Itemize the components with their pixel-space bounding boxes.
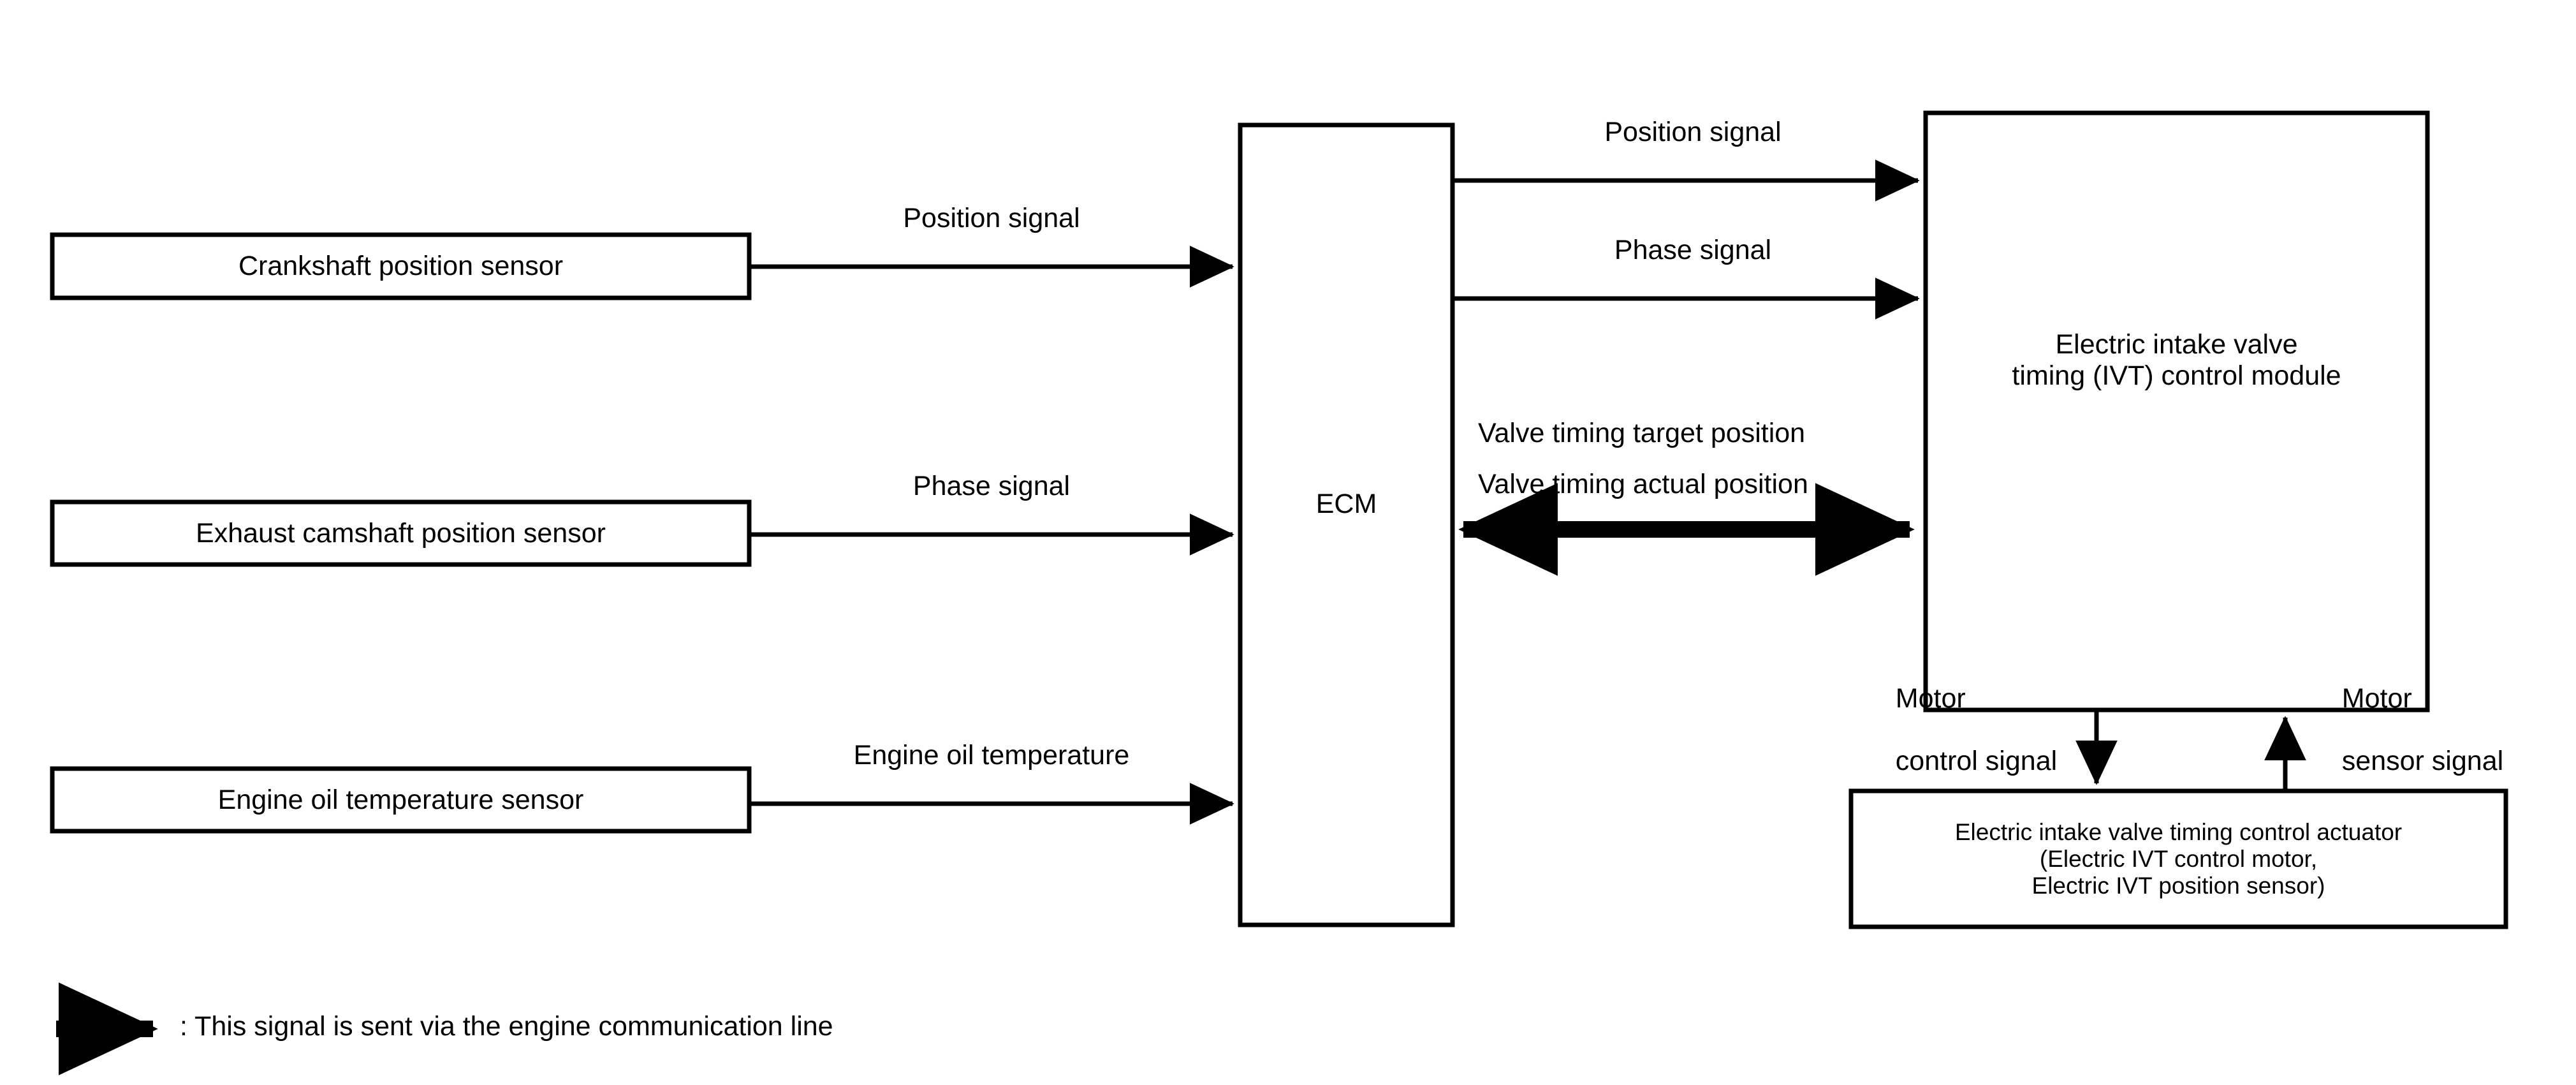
engine-oil-temperature-sensor-box [50,766,752,834]
exhaust-camshaft-sensor-box [50,499,752,567]
signal-label-module-phase: Phase signal [1614,235,1772,265]
signal-label-motor-sensor: Motor sensor signal [2341,683,2504,777]
signal-label-valve-target-position: Valve timing target position [1478,418,1806,448]
signal-label-crank-position: Position signal [903,203,1080,233]
signal-label-valve-actual-position: Valve timing actual position [1478,469,1808,499]
ivt-actuator-label: Electric intake valve timing control act… [1954,818,2403,899]
ecm-box [1238,122,1455,927]
signal-label-cam-phase: Phase signal [912,471,1071,501]
legend-text: : This signal is sent via the engine com… [180,1011,833,1042]
ivt-control-module-label: Electric intake valve timing (IVT) contr… [2012,329,2341,391]
crankshaft-sensor-label: Crankshaft position sensor [238,251,564,281]
signal-label-motor-control: Motor control signal [1895,683,2058,777]
signal-label-module-position: Position signal [1604,117,1782,147]
ivt-actuator-box [1848,788,2508,929]
ecm-label: ECM [1315,488,1377,519]
signal-label-oil-temperature: Engine oil temperature [853,740,1130,771]
engine-oil-temperature-sensor-label: Engine oil temperature sensor [217,784,584,815]
exhaust-camshaft-sensor-label: Exhaust camshaft position sensor [196,517,606,549]
crankshaft-sensor-box [50,232,752,300]
ivt-control-module-box [1923,110,2430,712]
